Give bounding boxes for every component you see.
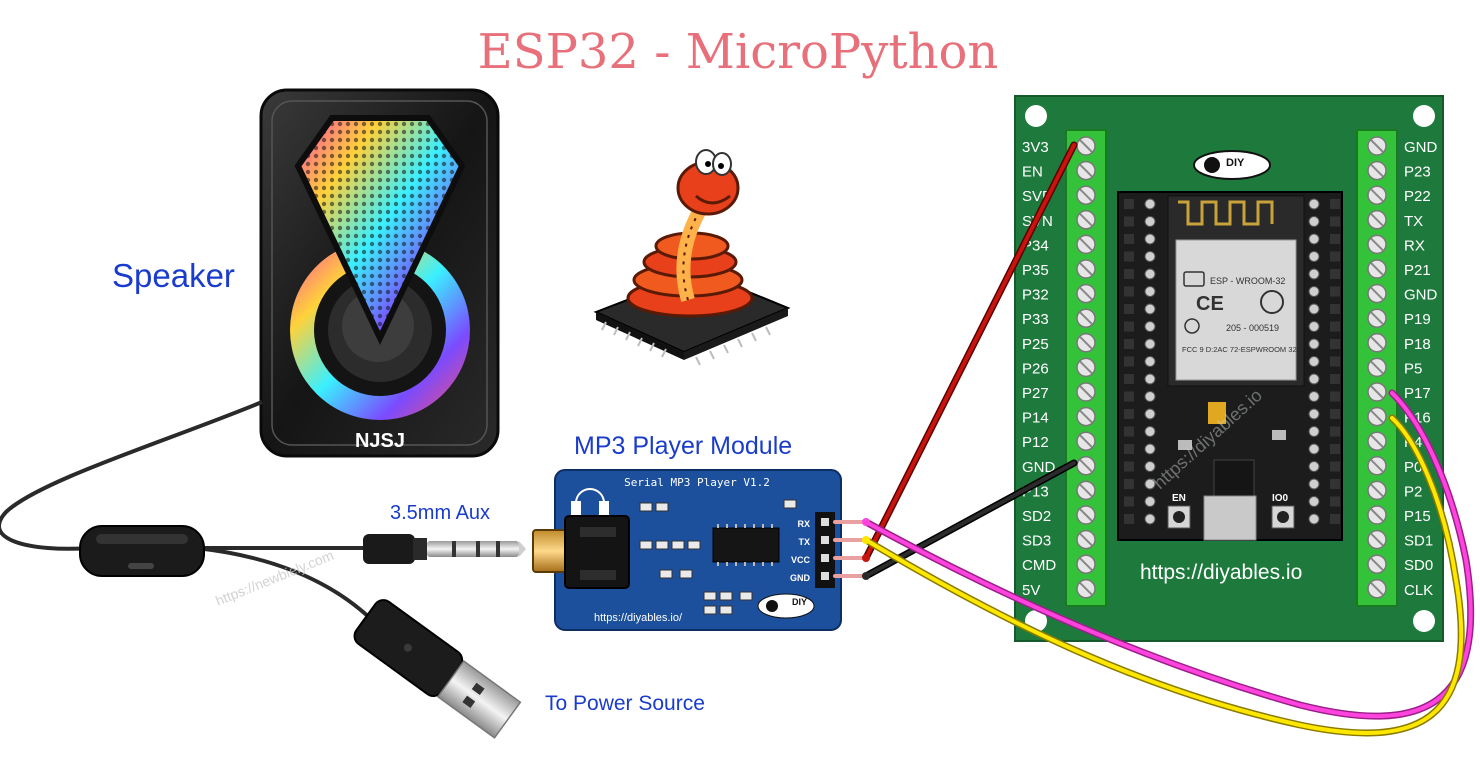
mp3-pin-gnd: GND — [790, 573, 811, 583]
pin-label-left: SD2 — [1022, 508, 1051, 525]
ce-mark-icon: CE — [1196, 293, 1224, 315]
esp32-url: https://diyables.io — [1140, 561, 1302, 584]
pin-label-right: P0 — [1404, 459, 1422, 476]
pin-label-left: P35 — [1022, 262, 1049, 279]
pin-label-right: P19 — [1404, 311, 1431, 328]
pin-label-right: GND — [1404, 287, 1438, 304]
devkit-pin-holes — [1124, 198, 1340, 525]
mp3-url: https://diyables.io/ — [594, 612, 683, 624]
pin-label-right: TX — [1404, 213, 1423, 230]
speaker-brand: NJSJ — [355, 430, 405, 452]
mp3-logo-text: DIY — [792, 597, 807, 607]
aux-plug — [363, 534, 526, 564]
pin-label-left: GND — [1022, 459, 1056, 476]
pin-label-right: P18 — [1404, 336, 1431, 353]
pin-label-right: P2 — [1404, 483, 1422, 500]
power-label: To Power Source — [545, 692, 705, 715]
mp3-pin-rx: RX — [797, 519, 810, 529]
pin-label-right: SD1 — [1404, 533, 1433, 550]
pin-label-left: P12 — [1022, 434, 1049, 451]
pin-label-right: RX — [1404, 237, 1425, 254]
terminal-screws — [1076, 136, 1387, 599]
pin-label-left: P32 — [1022, 287, 1049, 304]
watermark-left: https://newbiely.com — [213, 547, 336, 609]
esp32-logo-text: DIY — [1226, 157, 1245, 169]
pin-label-right: P15 — [1404, 508, 1431, 525]
left-pin-labels: 3V3ENSVPSVNP34P35P32P33P25P26P27P14P12GN… — [1022, 139, 1056, 599]
esp32-board: DIY ESP - WROOM-32 CE 205 - 000519 FCC 9… — [1014, 95, 1444, 642]
pin-label-right: GND — [1404, 139, 1438, 156]
headphone-icon — [571, 488, 609, 515]
mp3-module: Serial MP3 Player V1.2 — [532, 469, 842, 631]
wires — [833, 141, 1475, 737]
pin-label-right: P5 — [1404, 360, 1422, 377]
pin-label-right: P23 — [1404, 164, 1431, 181]
pin-label-left: P33 — [1022, 311, 1049, 328]
pin-label-left: P27 — [1022, 385, 1049, 402]
pin-label-left: P26 — [1022, 360, 1049, 377]
pin-label-left: P14 — [1022, 410, 1049, 427]
pin-label-right: CLK — [1404, 582, 1433, 599]
right-pin-labels: GNDP23P22TXRXP21GNDP19P18P5P17P16P4P0P2P… — [1404, 139, 1438, 599]
speaker: NJSJ — [259, 88, 500, 458]
pin-label-left: SD3 — [1022, 533, 1051, 550]
pin-label-right: P17 — [1404, 385, 1431, 402]
micropython-logo-icon — [593, 149, 791, 366]
page-title: ESP32 - MicroPython — [478, 24, 999, 80]
pin-label-left: P25 — [1022, 336, 1049, 353]
mp3-chip — [712, 527, 780, 563]
wifi-mark-icon — [1260, 290, 1284, 314]
en-button-label: EN — [1172, 493, 1186, 504]
mp3-board-title: Serial MP3 Player V1.2 — [624, 476, 770, 489]
pin-label-left: 3V3 — [1022, 139, 1049, 156]
mp3-module-label: MP3 Player Module — [574, 432, 792, 460]
pin-label-left: 5V — [1022, 582, 1040, 599]
wroom-cert: 205 - 000519 — [1226, 323, 1279, 333]
mp3-pin-tx: TX — [798, 537, 810, 547]
pin-label-right: P21 — [1404, 262, 1431, 279]
pin-label-left: CMD — [1022, 557, 1056, 574]
pin-label-right: SD0 — [1404, 557, 1433, 574]
pin-label-right: P22 — [1404, 188, 1431, 205]
io0-button-label: IO0 — [1272, 493, 1289, 504]
speaker-label: Speaker — [112, 257, 235, 294]
aux-label: 3.5mm Aux — [390, 502, 490, 524]
pin-label-left: EN — [1022, 164, 1043, 181]
speaker-cables — [0, 400, 374, 622]
usb-plug — [353, 599, 522, 739]
esp32-diy-logo-icon: DIY — [1193, 150, 1271, 180]
wroom-module-name: ESP - WROOM-32 — [1210, 276, 1285, 286]
wroom-fcc: FCC 9 D:2AC 72-ESPWROOM 32 — [1182, 345, 1297, 354]
mp3-pin-vcc: VCC — [791, 555, 811, 565]
